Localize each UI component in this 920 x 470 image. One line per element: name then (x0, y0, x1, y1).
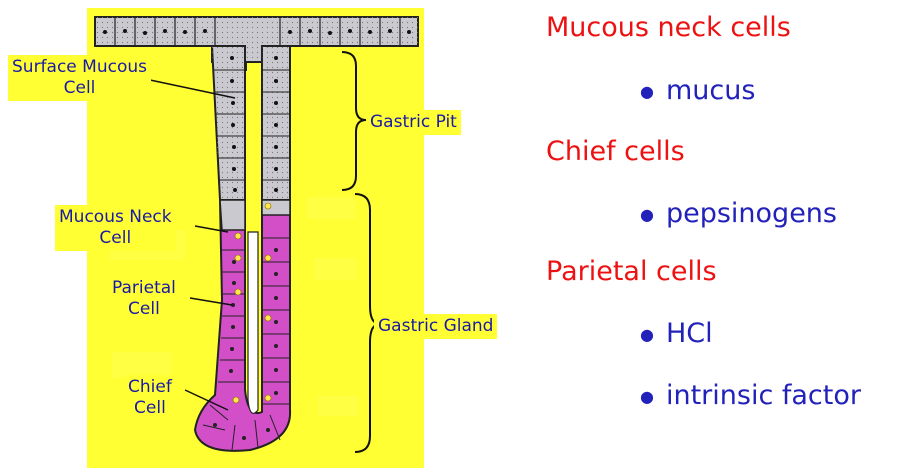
item-hcl-text: HCl (666, 318, 713, 349)
item-hcl: ● HCl (640, 318, 713, 349)
label-parietal-cell: Parietal Cell (108, 276, 180, 322)
label-mucous-neck-line1: Mucous Neck (59, 207, 172, 228)
label-parietal-line1: Parietal (112, 278, 176, 299)
heading-chief-cells: Chief cells (546, 136, 685, 167)
bullet-dot: ● (640, 325, 654, 344)
label-gastric-gland: Gastric Gland (374, 314, 497, 339)
item-pepsinogens: ● pepsinogens (640, 198, 837, 229)
label-gastric-gland-text: Gastric Gland (378, 316, 493, 337)
heading-mucous-neck-cells: Mucous neck cells (546, 12, 791, 43)
label-chief-line1: Chief (128, 377, 172, 398)
label-gastric-pit-text: Gastric Pit (370, 112, 457, 133)
item-mucus: ● mucus (640, 75, 755, 106)
label-parietal-line2: Cell (112, 299, 176, 320)
item-intrinsic-factor-text: intrinsic factor (666, 380, 861, 411)
item-intrinsic-factor: ● intrinsic factor (640, 380, 861, 411)
heading-parietal-cells: Parietal cells (546, 256, 717, 287)
label-surface-mucous-line1: Surface Mucous (12, 57, 147, 78)
label-mucous-neck-cell: Mucous Neck Cell (55, 205, 176, 251)
bullet-dot: ● (640, 387, 654, 406)
label-chief-cell: Chief Cell (124, 375, 176, 421)
item-mucus-text: mucus (666, 75, 755, 106)
bullet-dot: ● (640, 205, 654, 224)
label-surface-mucous-cell: Surface Mucous Cell (8, 55, 151, 101)
label-chief-line2: Cell (128, 398, 172, 419)
item-pepsinogens-text: pepsinogens (666, 198, 837, 229)
label-mucous-neck-line2: Cell (59, 228, 172, 249)
label-gastric-pit: Gastric Pit (366, 110, 461, 135)
label-surface-mucous-line2: Cell (12, 78, 147, 99)
bullet-dot: ● (640, 82, 654, 101)
